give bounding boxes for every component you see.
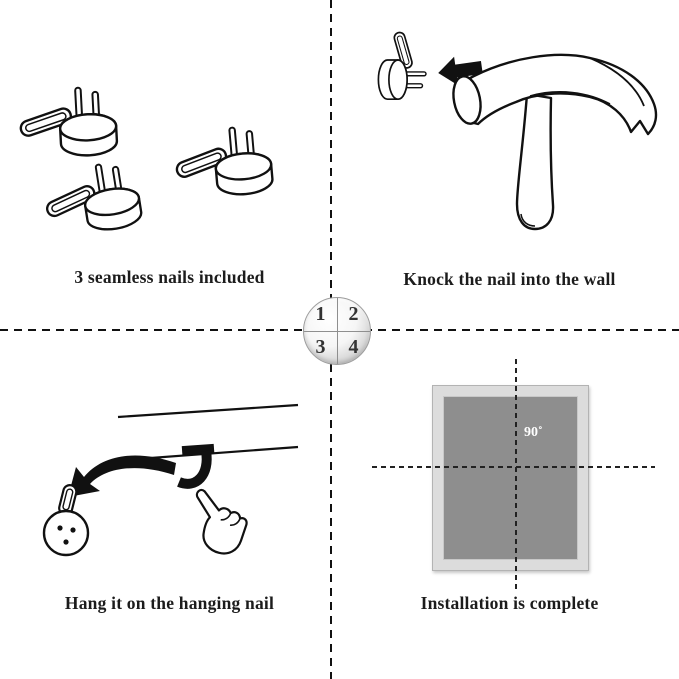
- picture-frame-inner: 90˚: [443, 396, 578, 560]
- board-edge-top: [117, 403, 299, 419]
- wall-nail-icon: [377, 30, 427, 101]
- picture-frame: 90˚: [432, 385, 589, 571]
- step-2-caption: Knock the nail into the wall: [403, 269, 616, 289]
- nail-face-icon: [42, 484, 90, 557]
- angle-label: 90˚: [524, 425, 543, 440]
- step-3-caption: Hang it on the hanging nail: [64, 593, 275, 613]
- badge-number-4: 4: [348, 336, 359, 358]
- step-4-caption: Installation is complete: [420, 593, 599, 613]
- badge-number-3: 3: [315, 336, 326, 358]
- badge-number-2: 2: [348, 303, 359, 325]
- level-line-horizontal: [372, 466, 655, 468]
- step-1-caption: 3 seamless nails included: [74, 267, 265, 287]
- hammer-icon: [452, 53, 658, 231]
- badge-divider-horizontal: [304, 331, 370, 332]
- pointing-hand-icon: [195, 488, 248, 555]
- hang-on-nail-illustration: [42, 403, 299, 557]
- impact-arrow-icon: [438, 56, 483, 86]
- step-indicator-badge: 1 2 3 4: [303, 297, 371, 365]
- seamless-nails-illustration: [15, 84, 275, 241]
- step-1-panel: [0, 60, 339, 275]
- hanging-hook-icon: [177, 443, 215, 489]
- step-3-panel: [0, 395, 339, 580]
- badge-number-1: 1: [315, 303, 326, 325]
- motion-arrow-icon: [68, 455, 176, 497]
- level-line-vertical: [515, 359, 517, 593]
- hammer-nail-illustration: [377, 30, 658, 231]
- step-2-panel: [340, 28, 679, 273]
